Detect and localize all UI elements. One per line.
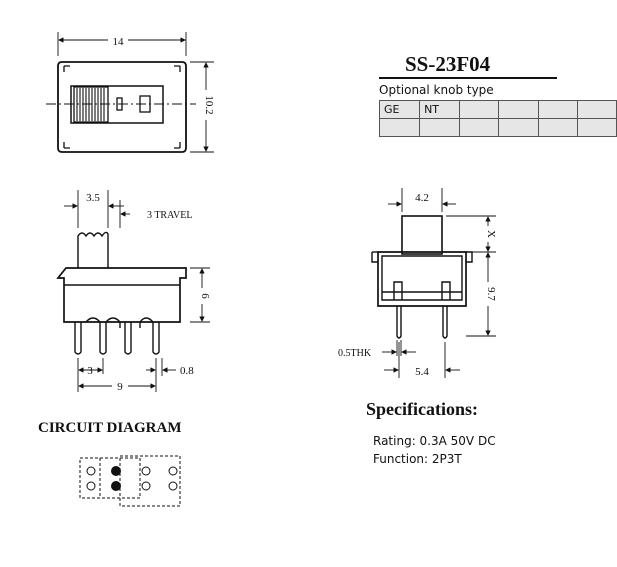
total-height-dim: 9.7 — [485, 287, 497, 301]
table-cell — [576, 100, 617, 119]
pin-spacing-dim: 5.4 — [415, 366, 429, 378]
pin-thk-dim: 0.5THK — [338, 348, 372, 359]
knob-width-dim: 3.5 — [86, 192, 100, 204]
title-underline — [379, 77, 557, 79]
table-cell — [419, 118, 461, 137]
table-cell — [378, 118, 421, 137]
table-cell: NT — [419, 100, 461, 119]
top-view — [46, 32, 214, 153]
table-row: GE NT — [378, 100, 617, 119]
knob-height-dim: X — [485, 230, 497, 238]
table-cell — [459, 100, 500, 119]
travel-label: 3 TRAVEL — [147, 210, 192, 221]
table-row — [378, 118, 617, 137]
table-cell: GE — [378, 100, 421, 119]
table-cell — [498, 118, 539, 137]
side-view — [56, 190, 210, 392]
pin-span-dim: 9 — [117, 381, 123, 393]
table-cell — [537, 118, 578, 137]
table-cell — [459, 118, 500, 137]
knob-type-table: GE NT — [378, 100, 617, 137]
pin-thickness-dim: 0.8 — [180, 365, 194, 377]
specs-title: Specifications: — [366, 399, 478, 419]
top-height-dim: 10.2 — [203, 95, 215, 114]
table-cell — [537, 100, 578, 119]
circuit-title: CIRCUIT DIAGRAM — [38, 420, 182, 436]
pin-pitch-dim: 3 — [87, 365, 93, 377]
rating-text: Rating: 0.3A 50V DC — [373, 434, 496, 448]
end-knob-width-dim: 4.2 — [415, 192, 429, 204]
model-title: SS-23F04 — [405, 52, 491, 76]
knob-type-label: Optional knob type — [379, 83, 494, 97]
circuit-diagram — [79, 455, 181, 507]
table-cell — [498, 100, 539, 119]
top-width-dim: 14 — [113, 36, 125, 48]
side-height-dim: 6 — [199, 293, 211, 299]
function-text: Function: 2P3T — [373, 452, 462, 466]
end-view — [371, 188, 496, 378]
table-cell — [576, 118, 617, 137]
